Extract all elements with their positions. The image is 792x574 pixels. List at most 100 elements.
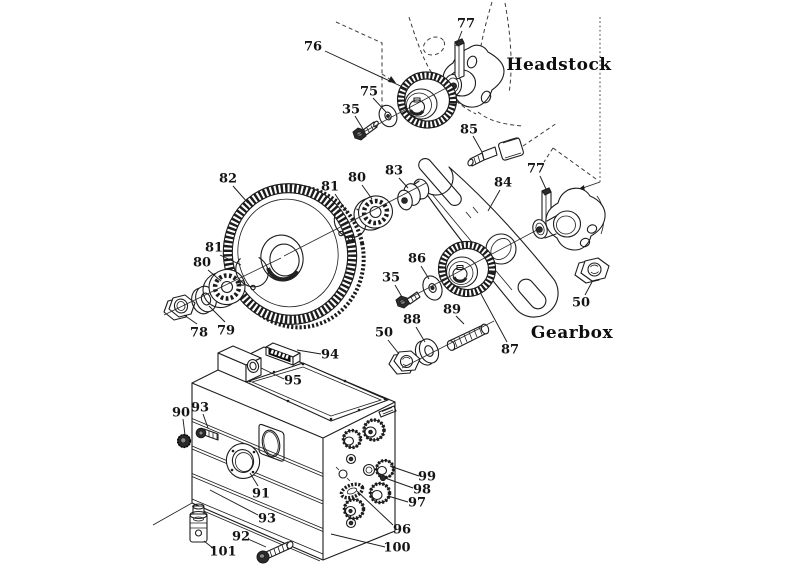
pivot-flange xyxy=(532,187,606,251)
leader-line-101 xyxy=(203,540,215,550)
flanged-ring xyxy=(225,443,261,479)
leader-line-75 xyxy=(372,97,387,113)
reset-button xyxy=(246,359,260,373)
part-label-79: 79 xyxy=(217,324,235,339)
part-label-99: 99 xyxy=(418,470,436,485)
stud-89 xyxy=(446,323,490,351)
leader-line-50 xyxy=(387,339,400,355)
bushing-83 xyxy=(397,178,430,211)
leader-line-94 xyxy=(296,349,322,355)
leader-lines xyxy=(182,30,593,550)
part-label-77: 77 xyxy=(527,162,545,177)
shifter-lever-84 xyxy=(418,157,559,318)
part-label-78: 78 xyxy=(190,326,208,341)
axis-lines xyxy=(163,85,538,369)
part-label-77: 77 xyxy=(457,17,475,32)
knob xyxy=(341,428,363,450)
leader-line-82 xyxy=(232,185,249,204)
part-label-95: 95 xyxy=(284,374,302,389)
part-label-80: 80 xyxy=(348,171,366,186)
part-label-75: 75 xyxy=(360,85,378,100)
part-label-88: 88 xyxy=(403,313,421,328)
leader-line-80 xyxy=(207,269,222,282)
control-panel xyxy=(335,405,397,529)
leader-line-98 xyxy=(384,477,414,489)
leader-line-77 xyxy=(455,30,463,47)
plug-90 xyxy=(176,433,192,449)
part-label-101: 101 xyxy=(209,545,236,560)
part-label-92: 92 xyxy=(232,530,250,545)
leader-line-91 xyxy=(249,472,259,487)
sight-glass-101 xyxy=(189,503,208,543)
part-label-91: 91 xyxy=(252,487,270,502)
knob xyxy=(342,497,366,521)
part-label-76: 76 xyxy=(304,40,322,55)
part-label-35: 35 xyxy=(382,271,400,286)
leader-line-79 xyxy=(208,305,226,323)
leader-line-86 xyxy=(420,265,430,280)
bolt-85 xyxy=(467,137,524,167)
part-label-50: 50 xyxy=(375,326,393,341)
leader-line-99 xyxy=(389,465,420,477)
part-label-96: 96 xyxy=(393,523,411,538)
revolution-counter xyxy=(265,342,301,366)
gearbox-housing xyxy=(152,342,397,564)
lever-pivot-parts xyxy=(467,137,610,284)
leader-line-80 xyxy=(361,184,373,200)
part-label-85: 85 xyxy=(460,123,478,138)
leader-line-95 xyxy=(260,367,285,380)
part-label-93: 93 xyxy=(258,512,276,527)
leader-line-88 xyxy=(415,326,426,343)
gear-87-group xyxy=(388,240,497,375)
leader-line-90 xyxy=(182,418,186,436)
part-label-89: 89 xyxy=(443,303,461,318)
leader-line-97 xyxy=(387,495,409,503)
part-label-84: 84 xyxy=(494,176,512,191)
leader-line-78 xyxy=(183,314,198,325)
screw-93-top xyxy=(195,427,219,441)
leader-line-92 xyxy=(247,538,267,548)
counter-digit-windows xyxy=(270,349,289,360)
part-label-98: 98 xyxy=(413,483,431,498)
part-label-50: 50 xyxy=(572,296,590,311)
nut-50-bottom xyxy=(388,350,421,375)
top-shaft-assembly xyxy=(352,38,505,141)
leader-line-100 xyxy=(330,533,386,548)
part-label-82: 82 xyxy=(219,172,237,187)
part-label-83: 83 xyxy=(385,164,403,179)
leader-line-50 xyxy=(584,281,593,296)
gear-76 xyxy=(396,71,458,129)
region-label-gearbox: Gearbox xyxy=(531,323,614,343)
part-label-90: 90 xyxy=(172,406,190,421)
leader-line-84 xyxy=(487,189,501,212)
part-label-93: 93 xyxy=(191,401,209,416)
key-77a xyxy=(454,38,465,80)
leader-line-93 xyxy=(202,413,209,429)
leader-line-93 xyxy=(209,489,259,516)
leader-line-81 xyxy=(334,193,348,213)
leader-line-83 xyxy=(398,177,409,189)
part-label-100: 100 xyxy=(383,541,410,556)
nut-50-right xyxy=(574,257,610,284)
part-label-97: 97 xyxy=(408,496,426,511)
part-label-87: 87 xyxy=(501,343,519,358)
leader-line-87 xyxy=(480,293,508,343)
leader-line-35 xyxy=(394,284,403,298)
knob xyxy=(368,481,392,505)
part-label-86: 86 xyxy=(408,252,426,267)
leader-line-85 xyxy=(472,135,483,153)
leader-line-89 xyxy=(455,315,465,325)
part-label-35: 35 xyxy=(342,103,360,118)
bolt-92 xyxy=(256,540,294,564)
knob xyxy=(362,418,386,442)
washer-75 xyxy=(378,104,398,128)
left-shaft-parts xyxy=(163,254,269,321)
part-label-81: 81 xyxy=(321,180,339,195)
leader-line-96 xyxy=(356,490,394,526)
leader-line-35 xyxy=(354,115,364,130)
front-plate xyxy=(258,423,285,462)
